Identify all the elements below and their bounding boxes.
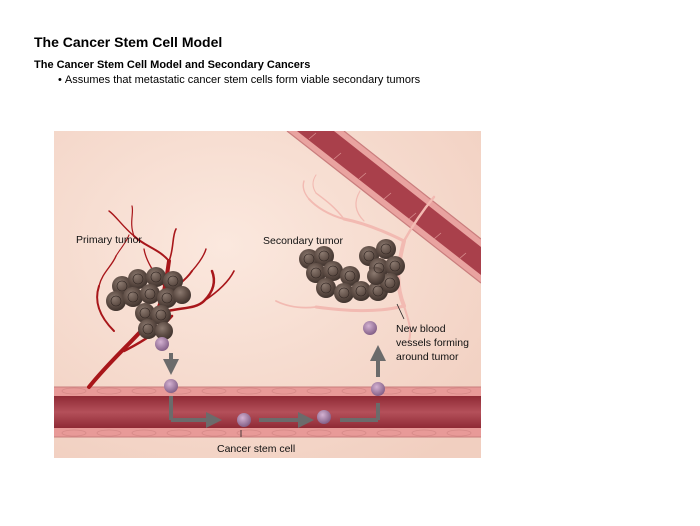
migration-arrows: [163, 345, 386, 428]
circulating-stem-cells: [164, 379, 385, 427]
cancer-stem-cell-diagram: Primary tumor Secondary tumor New blood …: [54, 131, 481, 458]
bullet-text: Assumes that metastatic cancer stem cell…: [64, 74, 421, 86]
horizontal-blood-vessel: [54, 386, 481, 438]
diagram-svg: Primary tumor Secondary tumor New blood …: [54, 131, 481, 458]
bullet-icon: •: [58, 74, 65, 86]
label-primary-tumor: Primary tumor: [76, 234, 142, 246]
secondary-tumor-cluster: [299, 239, 405, 303]
primary-tumor-cluster: [106, 267, 191, 340]
bullet-item: • Assumes that metastatic cancer stem ce…: [58, 74, 420, 86]
page-title: The Cancer Stem Cell Model: [34, 34, 223, 50]
stem-cell-at-secondary: [363, 321, 377, 335]
label-new-vessels-line2: vessels forming: [396, 337, 469, 349]
new-vessels-leader-line: [396, 303, 405, 320]
label-new-vessels-line3: around tumor: [396, 351, 459, 363]
section-subtitle: The Cancer Stem Cell Model and Secondary…: [34, 59, 311, 71]
label-secondary-tumor: Secondary tumor: [263, 235, 343, 247]
stem-cell-at-primary: [155, 337, 169, 351]
label-new-vessels-line1: New blood: [396, 323, 446, 335]
diagonal-blood-vessel: [286, 131, 481, 284]
new-blood-vessels: [275, 174, 436, 342]
label-cancer-stem-cell: Cancer stem cell: [217, 443, 295, 455]
